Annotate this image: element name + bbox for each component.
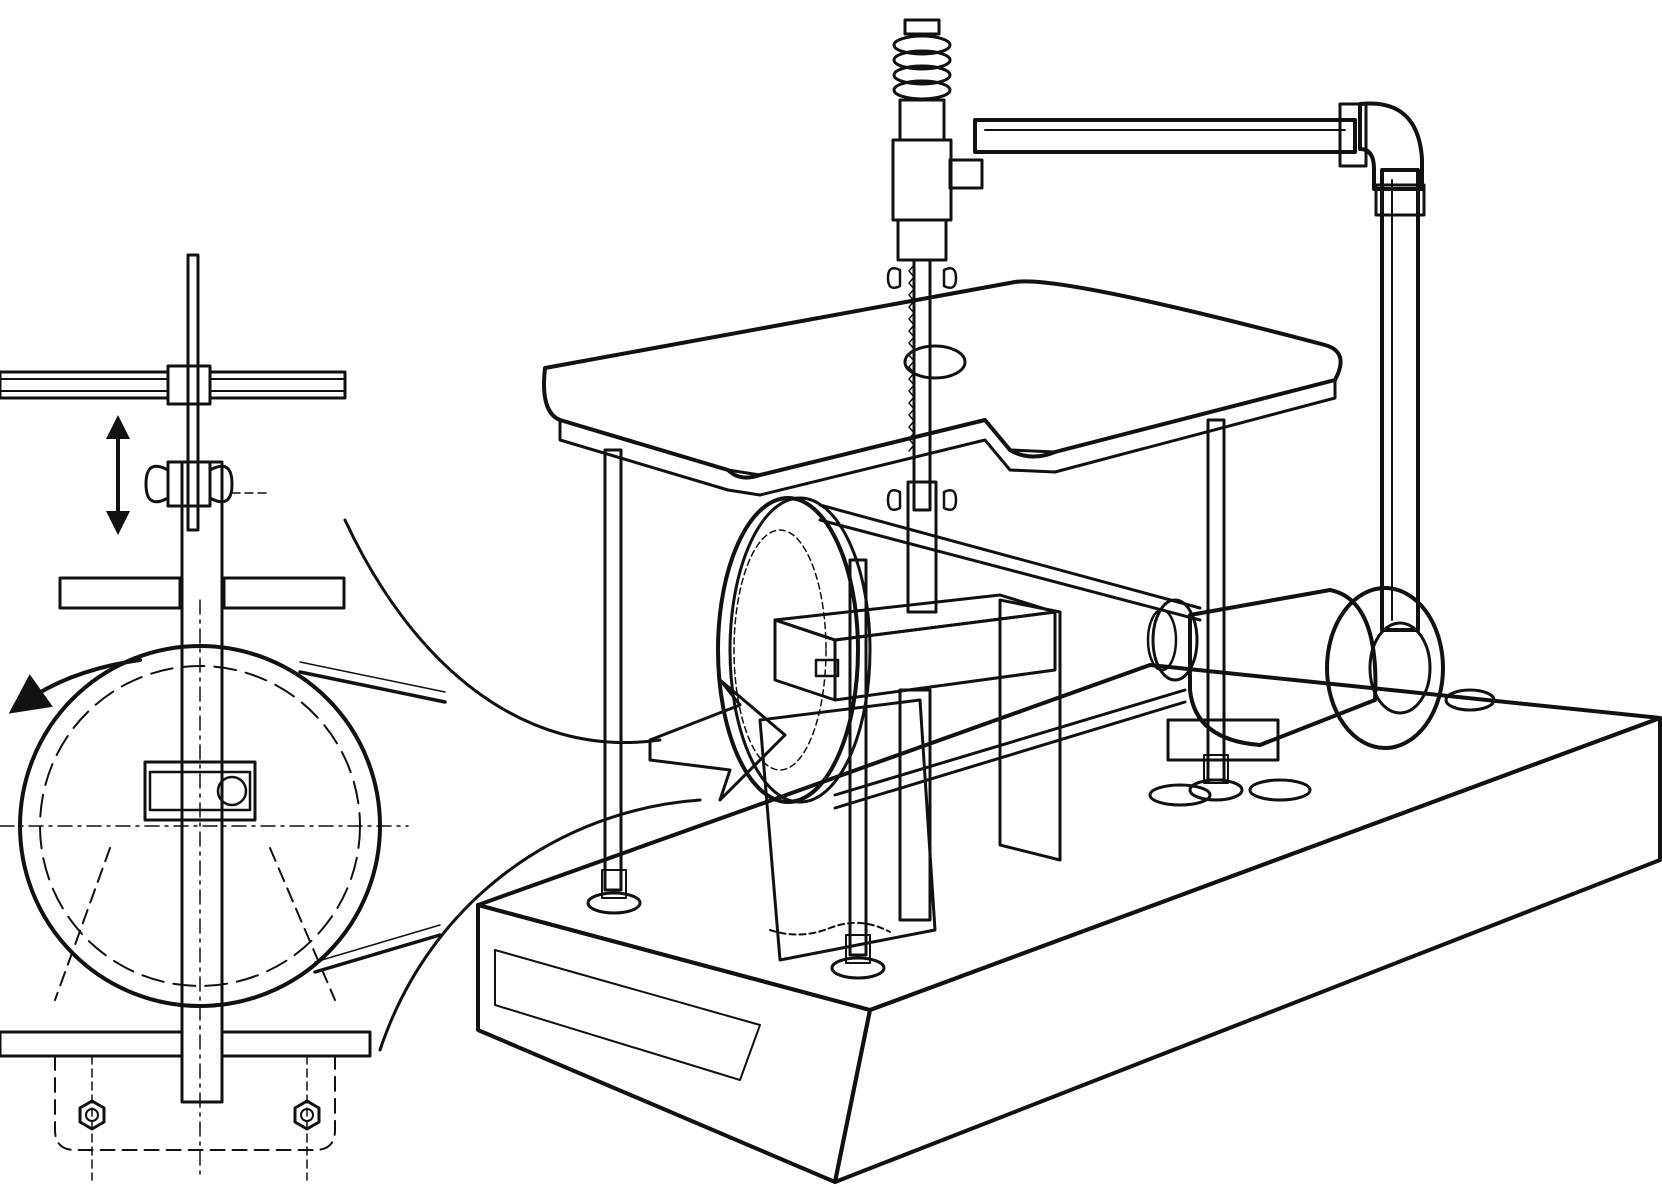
drive-belt: [818, 503, 1202, 810]
motor-end-cap: [1325, 586, 1496, 750]
machine-drawing: [476, 18, 1662, 1184]
table-section: [58, 576, 182, 610]
detail-drawing: [0, 253, 447, 1181]
saw-table: [542, 279, 1343, 497]
base-board: [476, 663, 1662, 1184]
wing-nut-icon: [886, 267, 958, 289]
motor-pulley: [1146, 598, 1199, 682]
base-section: [0, 1030, 184, 1058]
overhead-arm: [973, 102, 1368, 168]
wing-nut-icon: [886, 489, 958, 511]
vertical-pipe: [1374, 168, 1426, 632]
mounting-nut-icon: [78, 1055, 106, 1181]
electric-motor: [1148, 588, 1378, 807]
flywheel-disc: [716, 496, 872, 804]
rotation-arrow-icon: [8, 658, 142, 714]
stippled-arrow-icon: [648, 678, 787, 802]
crank-disc: [0, 599, 409, 1181]
spring-tensioner: [891, 18, 984, 262]
table-legs: [586, 418, 1244, 980]
crank-pin: [143, 760, 257, 822]
arm-elbow: [1358, 101, 1424, 191]
detail-blade: [186, 253, 200, 532]
leader-line: [343, 518, 662, 745]
guide-bar: [0, 364, 347, 406]
blade: [886, 258, 958, 614]
leader-line: [378, 798, 702, 1052]
slide-guide: [758, 593, 1062, 962]
mounting-nut-icon: [293, 1055, 321, 1181]
up-down-arrow-icon: [106, 415, 130, 535]
